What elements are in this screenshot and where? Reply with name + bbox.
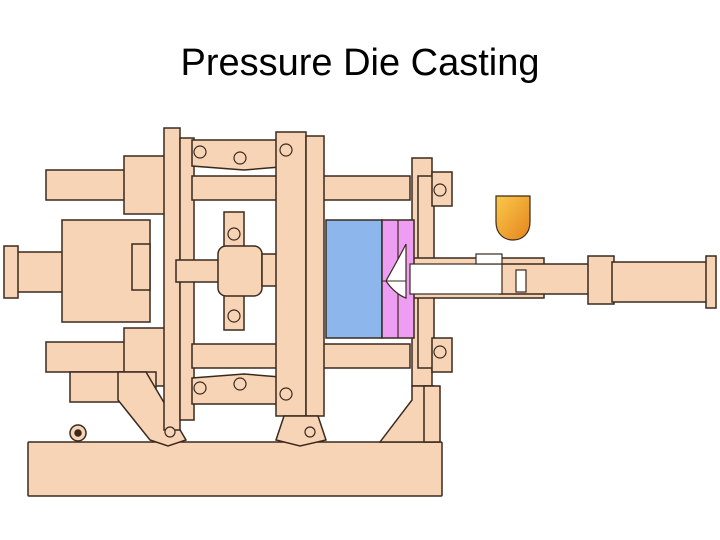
injection-cylinder-cap bbox=[705, 255, 717, 309]
toggle-pin bbox=[233, 151, 247, 165]
toggle-pin bbox=[304, 426, 316, 438]
crosshead bbox=[217, 245, 263, 297]
toggle-pin bbox=[193, 145, 207, 159]
toggle-pin bbox=[193, 381, 207, 395]
toggle-pin bbox=[279, 143, 293, 157]
slide-title: Pressure Die Casting bbox=[180, 42, 540, 84]
clamp-cylinder-collar bbox=[131, 243, 151, 291]
moving-platen-leg bbox=[275, 415, 327, 447]
toggle-pin bbox=[227, 227, 241, 241]
upper-cylinder-block bbox=[123, 155, 167, 215]
ladle-icon bbox=[495, 195, 531, 241]
plunger-rod bbox=[499, 263, 597, 295]
moving-platen-plate bbox=[305, 135, 325, 417]
injection-cylinder bbox=[611, 261, 709, 303]
toggle-pin bbox=[164, 426, 176, 438]
toggle-pin bbox=[233, 377, 247, 391]
toggle-pin bbox=[433, 345, 447, 359]
toggle-pin bbox=[227, 309, 241, 323]
toggle-pin bbox=[279, 387, 293, 401]
plunger-collar bbox=[587, 255, 615, 305]
shot-sleeve-bore bbox=[409, 263, 503, 295]
pouring-hole bbox=[475, 253, 503, 265]
toggle-pin bbox=[433, 183, 447, 197]
moving-platen bbox=[275, 131, 307, 417]
clamp-cylinder-rod bbox=[9, 251, 67, 293]
clamp-cylinder-cap bbox=[3, 245, 19, 299]
leveling-foot-center bbox=[74, 429, 82, 437]
die-cavity bbox=[385, 243, 407, 299]
fixed-die-half bbox=[325, 219, 383, 339]
plunger-tip bbox=[515, 269, 527, 293]
stationary-support-post bbox=[423, 385, 441, 443]
machine-base bbox=[27, 441, 443, 497]
